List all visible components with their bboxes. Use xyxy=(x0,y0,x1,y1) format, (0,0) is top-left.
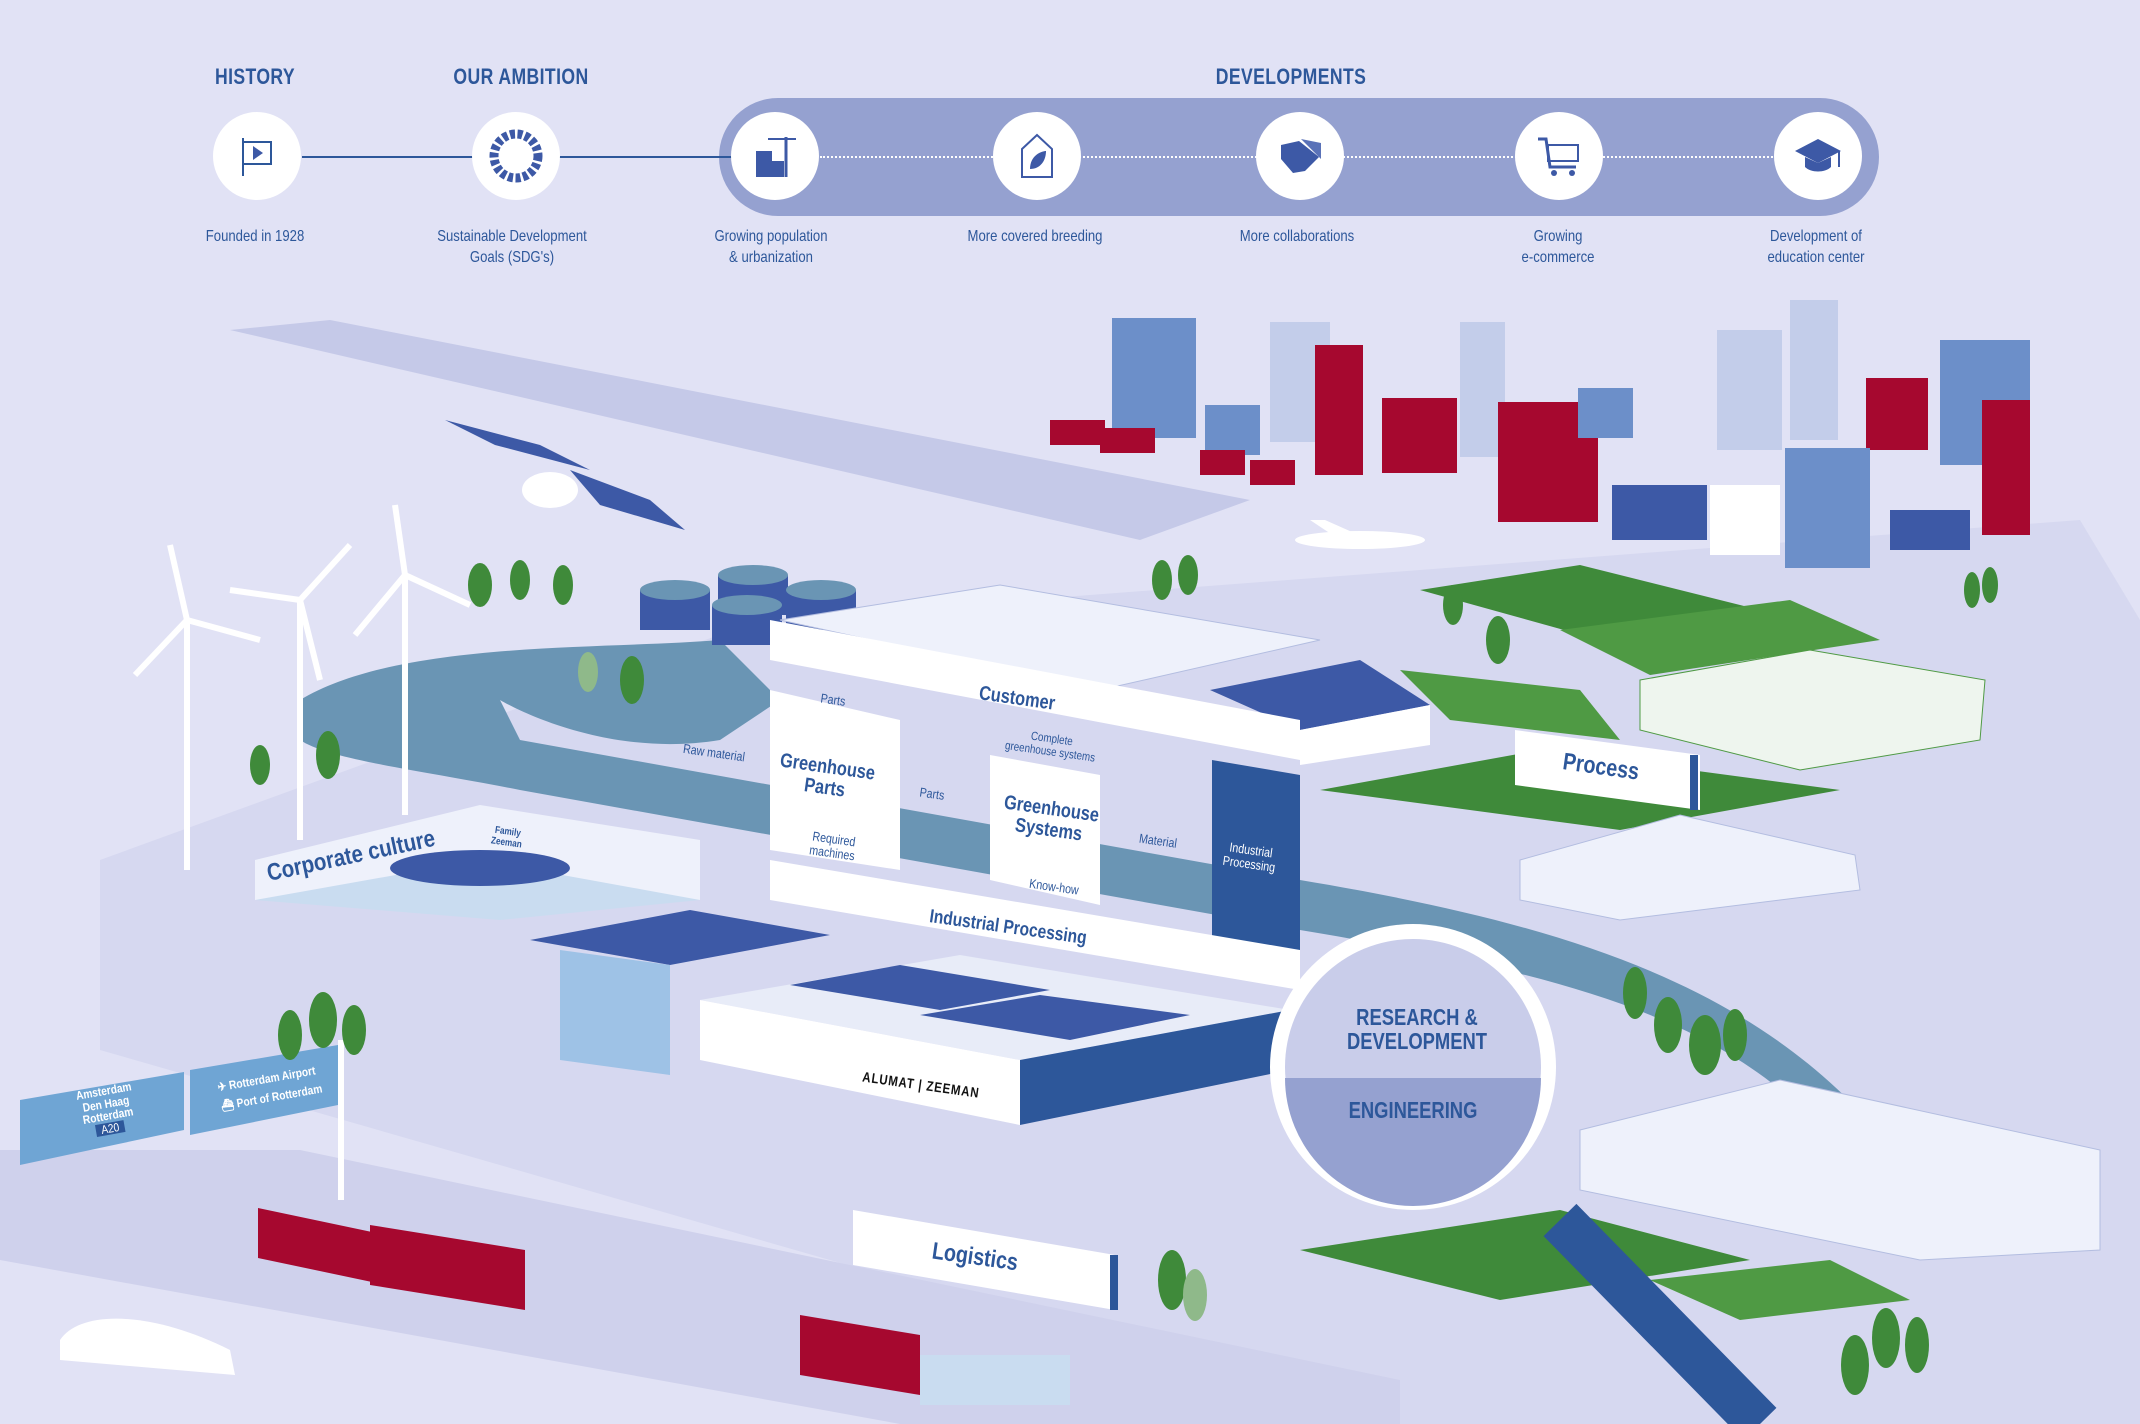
greenhouse-bottom xyxy=(1579,1079,2101,1261)
factory-roof xyxy=(530,910,830,965)
industrial-box xyxy=(1212,760,1300,960)
warehouse xyxy=(1210,660,1430,730)
river xyxy=(300,640,1930,1210)
process-board xyxy=(1515,730,1700,810)
engineering-label: ENGINEERING xyxy=(1348,1096,1478,1123)
solar-panels xyxy=(920,995,1190,1040)
factory-side xyxy=(1020,1010,1290,1125)
timeline-label: Founded in 1928 xyxy=(205,228,305,245)
customer-board xyxy=(770,620,1300,760)
runway xyxy=(230,320,1250,540)
handshake-icon xyxy=(1281,139,1321,173)
solar-panels xyxy=(790,965,1050,1010)
timeline-label: More covered breeding xyxy=(967,228,1103,245)
timeline-item-urbanization[interactable] xyxy=(731,112,819,200)
warehouse-wall xyxy=(1300,705,1430,765)
parts-input-label: Parts xyxy=(819,690,847,709)
timeline-item-ambition[interactable] xyxy=(472,112,560,200)
airplane-icon: ✈ xyxy=(216,1079,228,1095)
timeline-item-collaborations[interactable] xyxy=(1256,112,1344,200)
crop-plot xyxy=(1639,649,1986,771)
airplane xyxy=(1295,520,1425,549)
meeting-table xyxy=(390,850,570,886)
timeline-label: Growing population& urbanization xyxy=(714,228,828,266)
industrial-board xyxy=(770,860,1300,990)
timeline-item-ecommerce[interactable] xyxy=(1515,112,1603,200)
highway-trucks xyxy=(258,1208,1070,1405)
research-development-label: RESEARCH &DEVELOPMENT xyxy=(1346,1003,1488,1054)
city-buildings xyxy=(1112,300,2030,568)
factory-office xyxy=(560,950,670,1075)
car xyxy=(60,1318,235,1375)
flag-icon xyxy=(242,138,272,176)
heading-history: HISTORY xyxy=(214,64,296,89)
wind-turbines xyxy=(132,504,472,870)
flow-panel-systems xyxy=(990,755,1100,905)
timeline-label: More collaborations xyxy=(1239,228,1355,245)
timeline-item-history[interactable] xyxy=(213,112,301,200)
satellite xyxy=(445,420,685,530)
flow-panel-parts xyxy=(770,690,900,870)
timeline-item-covered-breeding[interactable] xyxy=(993,112,1081,200)
pasture xyxy=(1400,670,1620,740)
parts-flow-label: Parts xyxy=(918,784,946,803)
highway-sign-left-panel xyxy=(20,1072,184,1165)
trees xyxy=(250,555,1998,1395)
highway-sign-right-panel xyxy=(190,1045,338,1135)
greenhouse-leaf-icon xyxy=(1021,133,1053,178)
graduation-cap-icon xyxy=(1795,139,1841,172)
city-trucks xyxy=(1050,420,1295,485)
greenhouse-right xyxy=(1519,814,1861,921)
city-crane-icon xyxy=(756,137,796,177)
timeline-item-education[interactable] xyxy=(1774,112,1862,200)
logistics-board xyxy=(853,1210,1115,1310)
ship-icon: ⛴ xyxy=(219,1096,236,1113)
field xyxy=(1560,600,1880,675)
factory-front xyxy=(700,1000,1020,1125)
shopping-cart-icon xyxy=(1538,137,1579,176)
magnifier-handle xyxy=(1543,1203,1777,1424)
heading-developments: DEVELOPMENTS xyxy=(1215,64,1367,89)
field xyxy=(1650,1260,1910,1320)
heading-our-ambition: OUR AMBITION xyxy=(453,64,589,89)
sdg-wheel-icon xyxy=(489,129,543,183)
